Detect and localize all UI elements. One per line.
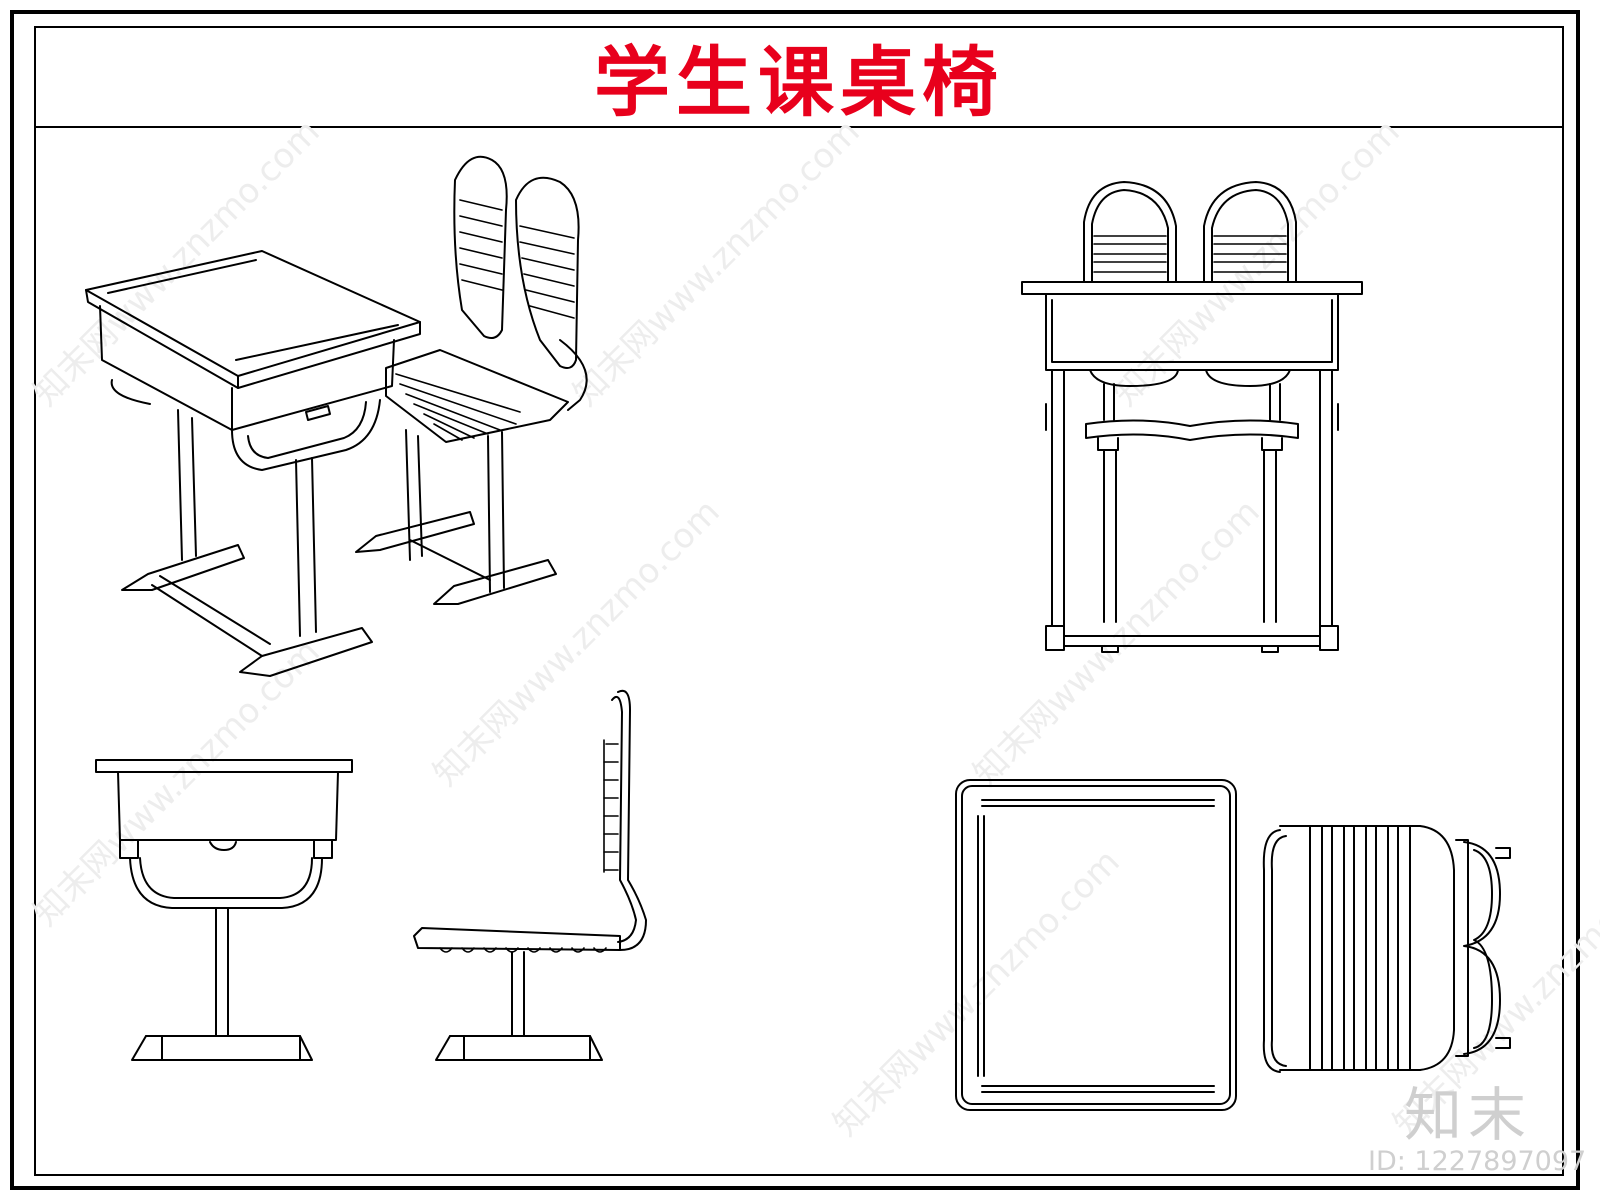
brand-logo: 知末 [1404, 1081, 1533, 1149]
perspective-view [85, 155, 588, 677]
top-view-desk [955, 779, 1237, 1111]
page-title: 学生课桌椅 [594, 38, 1004, 127]
front-view [1021, 181, 1363, 653]
side-view-desk [95, 759, 353, 1061]
top-view-chair [1262, 825, 1511, 1073]
title-bar: 学生课桌椅 [34, 26, 1564, 128]
side-view-chair [413, 689, 647, 1061]
perspective-desk [85, 250, 421, 677]
inner-frame [34, 26, 1564, 1176]
outer-frame [10, 10, 1580, 1190]
perspective-chair [355, 155, 588, 605]
id-label: ID: 1227897097 [1368, 1146, 1587, 1177]
